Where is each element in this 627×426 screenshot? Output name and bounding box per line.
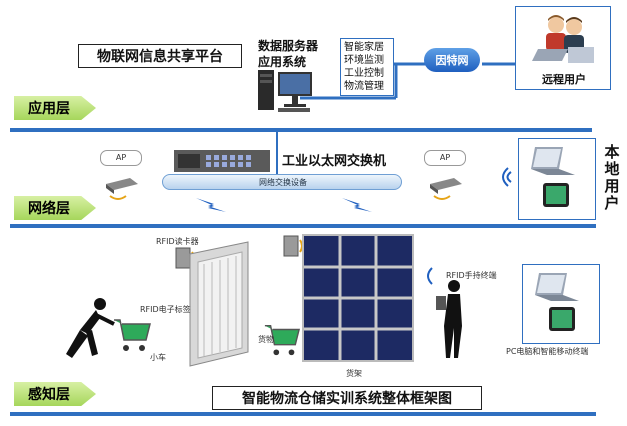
wifi-icon — [502, 167, 512, 187]
rfid-tag-label: RFID电子标签 — [140, 305, 191, 314]
switch-bus: 网络交换设备 — [162, 174, 402, 190]
gate-icon — [189, 241, 249, 367]
router-icon — [106, 178, 138, 200]
rfid-reader-2-icon — [283, 235, 303, 257]
shelf — [302, 234, 414, 362]
operator-icon — [436, 280, 462, 358]
local-user-char: 用 — [604, 177, 620, 195]
remote-user-panel: 远程用户 — [515, 6, 611, 90]
users-icon — [532, 15, 594, 63]
layer-tag-app-text: 应用层 — [28, 101, 70, 117]
local-user-char: 户 — [604, 194, 620, 212]
cart-label: 小车 — [150, 353, 166, 362]
diagram-title-text: 智能物流仓储实训系统整体框架图 — [242, 391, 452, 407]
layer-tag-net-text: 网络层 — [28, 201, 70, 217]
ap-left: AP — [100, 150, 142, 204]
laptop-icon — [535, 273, 579, 301]
app-item: 物流管理 — [344, 81, 384, 92]
diagram-title: 智能物流仓储实训系统整体框架图 — [212, 386, 482, 410]
wireless-right-icon — [342, 198, 372, 212]
divider-net — [10, 224, 596, 228]
local-user-label: 本 地 用 户 — [604, 144, 620, 212]
router-icon — [430, 178, 462, 200]
local-user-char: 本 — [604, 143, 620, 161]
switch-icon — [172, 146, 272, 176]
internet-text: 因特网 — [435, 54, 469, 67]
switch-device-text: 网络交换设备 — [259, 177, 307, 187]
app-item: 智能家居 — [344, 42, 384, 53]
layer-tag-sense-text: 感知层 — [28, 387, 70, 403]
ap-right: AP — [424, 150, 466, 204]
handheld-label: RFID手持终端 — [446, 271, 497, 280]
laptop-icon — [531, 147, 575, 175]
terminal-label: PC电脑和智能移动终端 — [506, 347, 589, 356]
terminal-panel — [522, 264, 600, 344]
tablet-icon — [543, 183, 569, 207]
wifi-handheld-icon — [427, 267, 433, 285]
layer-tag-sense: 感知层 — [14, 382, 96, 406]
goods-label: 货物 — [258, 335, 274, 344]
local-user-char: 地 — [604, 160, 620, 178]
app-list-box: 智能家居 环境监测 工业控制 物流管理 — [340, 38, 394, 96]
app-connector — [300, 62, 520, 100]
platform-text: 物联网信息共享平台 — [97, 49, 223, 65]
server-line1: 数据服务器 — [258, 39, 319, 53]
remote-user-label: 远程用户 — [542, 73, 586, 86]
server-line2: 应用系统 — [258, 55, 307, 69]
cart-2-icon — [264, 324, 301, 356]
app-item: 环境监测 — [344, 55, 384, 66]
wireless-left-icon — [196, 198, 226, 212]
server-icon — [256, 66, 316, 114]
internet-badge: 因特网 — [424, 48, 480, 72]
rfid-reader-label: RFID读卡器 — [156, 237, 199, 246]
app-item: 工业控制 — [344, 68, 384, 79]
ap-left-label: AP — [100, 150, 142, 166]
layer-tag-app: 应用层 — [14, 96, 96, 120]
divider-app — [10, 128, 592, 132]
divider-sense — [10, 412, 596, 416]
layer-tag-net: 网络层 — [14, 196, 96, 220]
worker-icon — [66, 298, 115, 358]
ap-right-label: AP — [424, 150, 466, 166]
switch-name: 工业以太网交换机 — [282, 154, 387, 169]
shelf-label: 货架 — [346, 369, 362, 378]
local-terminal-panel — [518, 138, 596, 220]
uplink-line — [276, 130, 278, 174]
platform-label: 物联网信息共享平台 — [78, 44, 242, 68]
tablet-icon — [549, 307, 575, 331]
cart-icon — [114, 319, 151, 351]
